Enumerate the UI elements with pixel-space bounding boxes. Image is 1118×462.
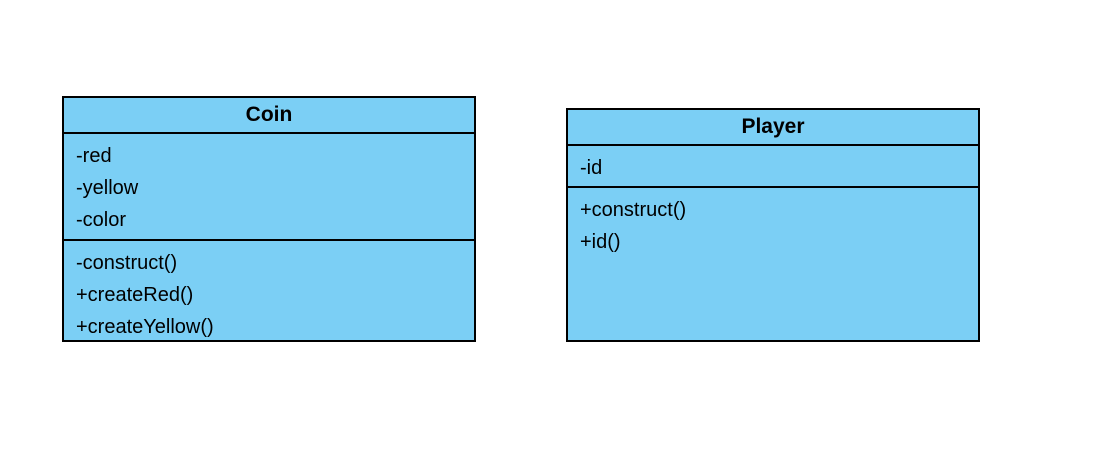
- uml-class-coin: Coin -red -yellow -color -construct() +c…: [62, 96, 476, 342]
- operations-compartment: -construct() +createRed() +createYellow(…: [64, 241, 474, 343]
- operation-id: +id(): [580, 231, 621, 253]
- attributes-compartment: -red -yellow -color: [64, 134, 474, 241]
- class-name: Player: [568, 110, 978, 146]
- operations-compartment: +construct() +id(): [568, 188, 978, 340]
- operation-construct: +construct(): [580, 199, 687, 221]
- attribute-red: -red: [76, 145, 112, 167]
- operation-create-red: +createRed(): [76, 284, 194, 306]
- attribute-yellow: -yellow: [76, 177, 139, 199]
- attribute-id: -id: [580, 157, 603, 179]
- uml-class-player: Player -id +construct() +id(): [566, 108, 980, 342]
- attributes-compartment: -id: [568, 146, 978, 188]
- operation-create-yellow: +createYellow(): [76, 316, 214, 338]
- class-name: Coin: [64, 98, 474, 134]
- attribute-color: -color: [76, 209, 127, 231]
- operation-construct: -construct(): [76, 252, 178, 274]
